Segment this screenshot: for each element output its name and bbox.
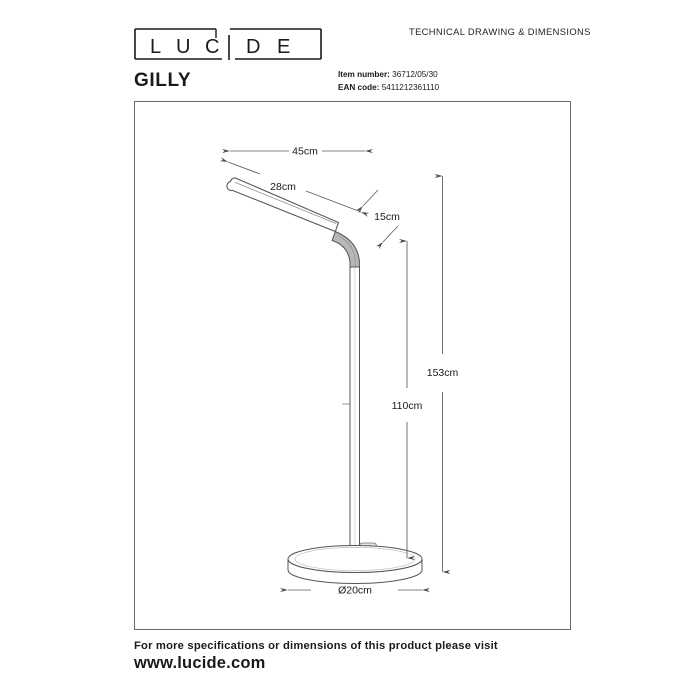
dimension-base-label: Ø20cm: [338, 585, 372, 597]
product-meta: Item number: 36712/05/30 EAN code: 54112…: [338, 69, 439, 94]
item-number-row: Item number: 36712/05/30: [338, 69, 439, 82]
ean-code-label: EAN code:: [338, 82, 380, 92]
lamp-technical-drawing: 45cm 28cm 15cm 153cm: [219, 146, 459, 597]
lamp-illustration: [226, 177, 423, 584]
ean-code-row: EAN code: 5411212361110: [338, 82, 439, 95]
dimension-head-label: 28cm: [270, 181, 296, 193]
lamp-elbow-joint: [331, 230, 360, 269]
dimension-head-28cm: 28cm: [219, 157, 370, 217]
svg-text:U: U: [176, 36, 190, 58]
dimension-elbow-line-lower: [375, 225, 399, 250]
lamp-head-body: [226, 177, 340, 233]
dimension-base-diameter-20cm: Ø20cm: [280, 585, 430, 597]
dimension-elbow-label: 15cm: [374, 211, 400, 223]
section-title: TECHNICAL DRAWING & DIMENSIONS: [409, 26, 591, 37]
footer-website[interactable]: www.lucide.com: [134, 654, 266, 672]
lucide-logo-mark: L U C D E: [134, 28, 322, 60]
item-number-value: 36712/05/30: [392, 70, 438, 79]
svg-text:L: L: [150, 36, 161, 58]
dimension-head-line-right: [305, 190, 370, 217]
dimension-elbow-15cm: 15cm: [355, 189, 400, 250]
dimension-reach-45cm: 45cm: [222, 146, 373, 158]
footer-text: For more specifications or dimensions of…: [134, 640, 498, 652]
lamp-base-inner-ring: [294, 547, 416, 571]
page-header: L U C D E TECHNICAL DRAWING & DIMENSIONS…: [0, 0, 700, 101]
lamp-pole: [342, 266, 360, 552]
lamp-head-edge: [234, 182, 337, 224]
dimension-head-line-left: [219, 157, 261, 175]
dimension-total-height-153cm: 153cm: [427, 173, 459, 575]
lucide-logo: L U C D E: [134, 28, 322, 60]
drawing-frame: 45cm 28cm 15cm 153cm: [134, 101, 571, 630]
dimension-pole-label: 110cm: [392, 400, 423, 412]
svg-text:C: C: [205, 36, 219, 58]
lamp-elbow-edge: [338, 235, 356, 268]
lamp-base: [287, 545, 423, 584]
lamp-head: [226, 177, 340, 233]
ean-code-value: 5411212361110: [381, 82, 440, 92]
dimension-reach-label: 45cm: [292, 146, 318, 158]
dimension-total-label: 153cm: [427, 367, 459, 379]
lamp-base-top: [287, 545, 423, 573]
item-number-label: Item number:: [338, 70, 390, 79]
svg-text:E: E: [277, 36, 290, 58]
dimension-elbow-line-upper: [355, 189, 379, 214]
svg-text:D: D: [246, 36, 260, 58]
page-footer: For more specifications or dimensions of…: [134, 640, 574, 673]
product-name: GILLY: [134, 70, 192, 91]
dimension-pole-height-110cm: 110cm: [392, 238, 423, 561]
